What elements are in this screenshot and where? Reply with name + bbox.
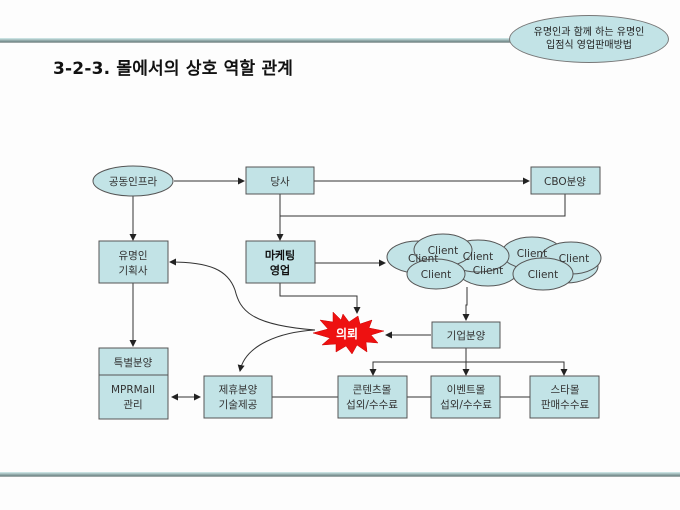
node-content-label-1: 콘텐츠몰 bbox=[353, 384, 392, 396]
node-request-burst: 의뢰 bbox=[312, 311, 385, 355]
node-mprmall-label-2: 관리 bbox=[123, 399, 142, 411]
client-label: Client bbox=[428, 245, 458, 257]
node-star-mall: 스타몰 판매수수료 bbox=[529, 375, 600, 419]
node-corporate: 기업분양 bbox=[431, 321, 501, 349]
node-content-mall: 콘텐츠몰 섭외/수수료 bbox=[337, 375, 408, 419]
burst-icon bbox=[312, 311, 385, 355]
edge-marketing-request bbox=[279, 283, 361, 314]
node-company: 당사 bbox=[245, 166, 315, 195]
header-divider bbox=[0, 38, 530, 43]
node-marketing-label-2: 영업 bbox=[270, 264, 290, 277]
client-label: Client bbox=[463, 251, 493, 263]
node-request-label: 의뢰 bbox=[336, 326, 358, 341]
node-special-mprmall: 특별분양 MPRMall 관리 bbox=[98, 347, 169, 420]
edge-cbo-marketing bbox=[280, 194, 566, 217]
node-infra-label: 공동인프라 bbox=[109, 176, 158, 188]
node-event-label-1: 이벤트몰 bbox=[447, 384, 486, 396]
node-celeb-agency: 유명인 기획사 bbox=[98, 240, 169, 284]
client-ellipse bbox=[406, 258, 466, 290]
node-cbo-label: CBO분양 bbox=[544, 176, 586, 188]
node-mprmall-label-1: MPRMall bbox=[111, 384, 155, 396]
client-ellipse bbox=[512, 257, 574, 291]
node-partner-label-2: 기술제공 bbox=[219, 399, 258, 411]
node-star-label-1: 스타몰 bbox=[551, 384, 580, 396]
edge-request-partner bbox=[237, 329, 316, 372]
client-label: Client bbox=[421, 269, 451, 281]
edge-clients-corporate bbox=[462, 287, 470, 321]
page-title: 3-2-3. 몰에서의 상호 역할 관계 bbox=[53, 59, 294, 79]
subtitle-badge: 유명인과 함께 하는 유명인 입점식 영업판매방법 bbox=[509, 15, 669, 63]
node-star-label-2: 판매수수료 bbox=[541, 399, 590, 411]
node-partner: 제휴분양 기술제공 bbox=[203, 375, 273, 419]
node-corporate-label: 기업분양 bbox=[447, 329, 486, 342]
node-celeb-agency-label-1: 유명인 bbox=[119, 250, 148, 262]
node-event-mall: 이벤트몰 섭외/수수료 bbox=[430, 375, 501, 419]
badge-line-2: 입점식 영업판매방법 bbox=[546, 40, 632, 51]
client-label: Client bbox=[517, 248, 547, 260]
client-label: Client bbox=[473, 265, 503, 277]
client-cloud bbox=[386, 233, 602, 291]
node-event-label-2: 섭외/수수료 bbox=[440, 399, 492, 411]
edge-request-agency bbox=[169, 258, 316, 331]
node-content-label-2: 섭외/수수료 bbox=[346, 399, 398, 411]
node-company-label: 당사 bbox=[270, 176, 290, 188]
node-partner-label-1: 제휴분양 bbox=[219, 384, 258, 396]
node-special-label: 특별분양 bbox=[114, 357, 153, 369]
connectors bbox=[129, 177, 568, 401]
node-infra: 공동인프라 bbox=[92, 165, 174, 197]
client-label: Client bbox=[408, 253, 438, 265]
footer-divider bbox=[0, 472, 680, 477]
client-label: Client bbox=[528, 269, 558, 281]
node-marketing: 마케팅 영업 bbox=[245, 240, 316, 284]
edge-corporate-branches bbox=[372, 361, 565, 375]
client-label: Client bbox=[559, 253, 589, 265]
badge-line-1: 유명인과 함께 하는 유명인 bbox=[533, 27, 645, 38]
client-labels: Client Client Client Client Client Clien… bbox=[408, 245, 589, 281]
node-celeb-agency-label-2: 기획사 bbox=[119, 265, 148, 277]
node-marketing-label-1: 마케팅 bbox=[265, 248, 295, 262]
node-cbo: CBO분양 bbox=[530, 166, 601, 195]
